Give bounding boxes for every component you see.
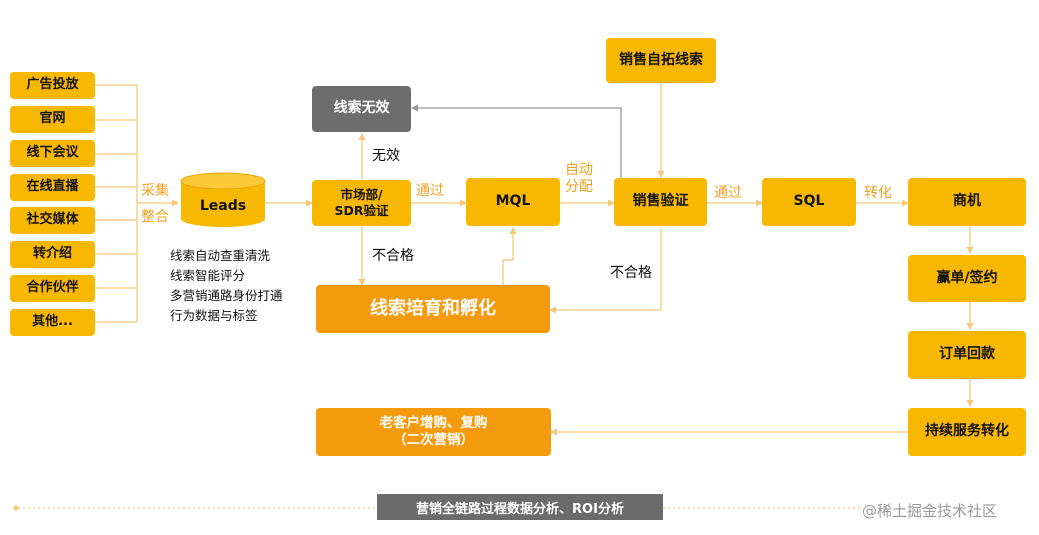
leads-note: 行为数据与标签 — [170, 308, 258, 323]
leads-note: 线索自动查重清洗 — [170, 248, 271, 263]
node-repurchase: 老客户增购、复购 （二次营销） — [316, 408, 551, 456]
node-win-sign: 赢单/签约 — [908, 255, 1026, 302]
node-sales-self-leads: 销售自拓线索 — [606, 38, 716, 83]
leads-note: 多营销通路身份打通 — [170, 288, 283, 303]
edge-sales-to-nurture — [549, 228, 662, 314]
label-integrate: 整合 — [141, 209, 169, 225]
label-collect: 采集 — [141, 183, 169, 199]
leads-notes: 线索自动查重清洗 线索智能评分 多营销通路身份打通 行为数据与标签 — [170, 246, 283, 326]
leads-note: 线索智能评分 — [170, 268, 246, 283]
node-mql: MQL — [466, 178, 560, 226]
source-live-stream: 在线直播 — [10, 174, 95, 201]
node-nurture: 线索培育和孵化 — [316, 285, 550, 333]
source-website: 官网 — [10, 106, 95, 133]
timeline-start-dot — [13, 505, 19, 511]
watermark: @稀土掘金技术社区 — [862, 502, 998, 520]
label-pass-mql: 通过 — [416, 183, 444, 199]
source-partner: 合作伙伴 — [10, 275, 95, 302]
label-invalid: 无效 — [372, 148, 400, 164]
source-other: 其他... — [10, 309, 95, 336]
label-convert: 转化 — [864, 185, 892, 201]
node-marketing-verify: 市场部/ SDR验证 — [312, 180, 411, 226]
node-sales-verify: 销售验证 — [614, 178, 707, 226]
node-sql: SQL — [762, 178, 856, 226]
analytics-bar: 营销全链路过程数据分析、ROI分析 — [377, 494, 663, 520]
label-auto-assign: 自动 分配 — [565, 162, 593, 195]
leads-label: Leads — [199, 198, 247, 214]
source-referral: 转介绍 — [10, 241, 95, 268]
label-unqualified-marketing: 不合格 — [372, 248, 414, 264]
label-pass-sql: 通过 — [714, 185, 742, 201]
node-lead-invalid: 线索无效 — [312, 86, 411, 132]
source-offline-meeting: 线下会议 — [10, 140, 95, 167]
source-ad: 广告投放 — [10, 72, 95, 99]
node-continuous-service: 持续服务转化 — [908, 408, 1026, 456]
node-opportunity: 商机 — [908, 178, 1026, 226]
label-unqualified-sales: 不合格 — [610, 265, 652, 281]
edge-sales-to-invalid — [411, 104, 622, 180]
source-social-media: 社交媒体 — [10, 207, 95, 234]
leads-cylinder: Leads — [180, 172, 266, 228]
edge-nurture-to-mql — [502, 227, 517, 285]
node-payment: 订单回款 — [908, 331, 1026, 379]
